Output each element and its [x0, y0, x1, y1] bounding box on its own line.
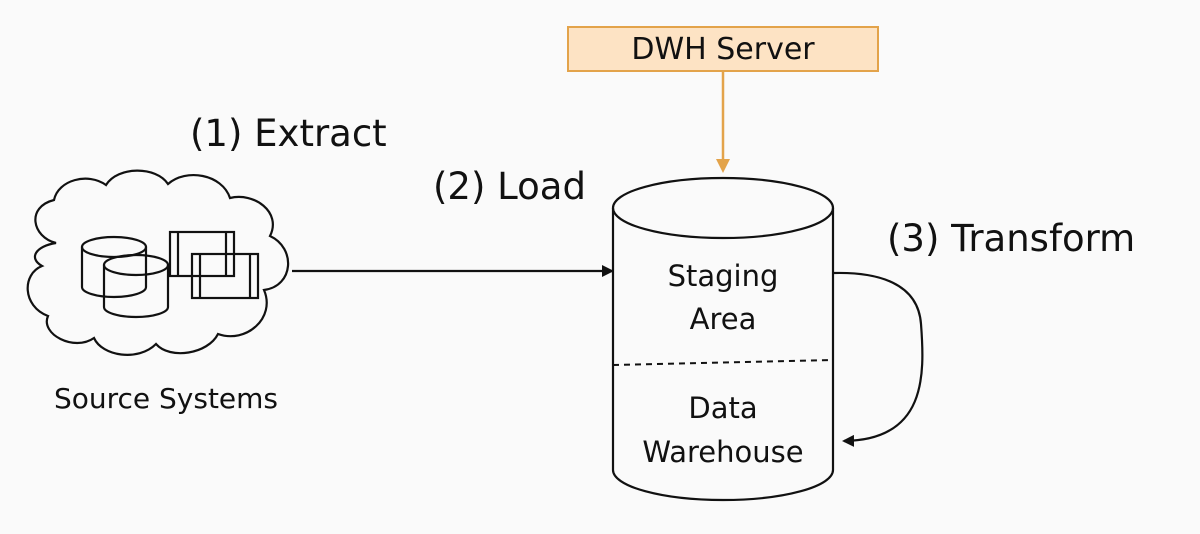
- server-box-icon: [190, 252, 260, 300]
- data-warehouse-label-line1: Data: [688, 391, 757, 425]
- warehouse-cylinder: [611, 176, 835, 502]
- dwh-server-box: DWH Server: [567, 26, 879, 72]
- staging-area-label-line1: Staging: [668, 259, 779, 293]
- staging-area-label-line2: Area: [690, 302, 757, 336]
- database-icon: [80, 235, 148, 299]
- data-warehouse-label-line2: Warehouse: [642, 435, 803, 469]
- source-systems-cloud: [26, 169, 290, 356]
- dwh-server-label: DWH Server: [631, 32, 815, 67]
- warehouse-cylinder-top: [611, 176, 835, 240]
- extract-step-label: (1) Extract: [190, 112, 387, 155]
- cloud-icon: [26, 169, 290, 356]
- source-systems-label: Source Systems: [54, 382, 278, 415]
- dwh-server-box-shape: [567, 26, 879, 72]
- warehouse-cylinder-body: [611, 208, 835, 502]
- database-icon: [102, 253, 170, 319]
- staging-warehouse-divider: [612, 359, 834, 366]
- transform-step-label: (3) Transform: [887, 217, 1135, 260]
- transform-arrow: [833, 271, 924, 447]
- load-step-label: (2) Load: [433, 165, 586, 208]
